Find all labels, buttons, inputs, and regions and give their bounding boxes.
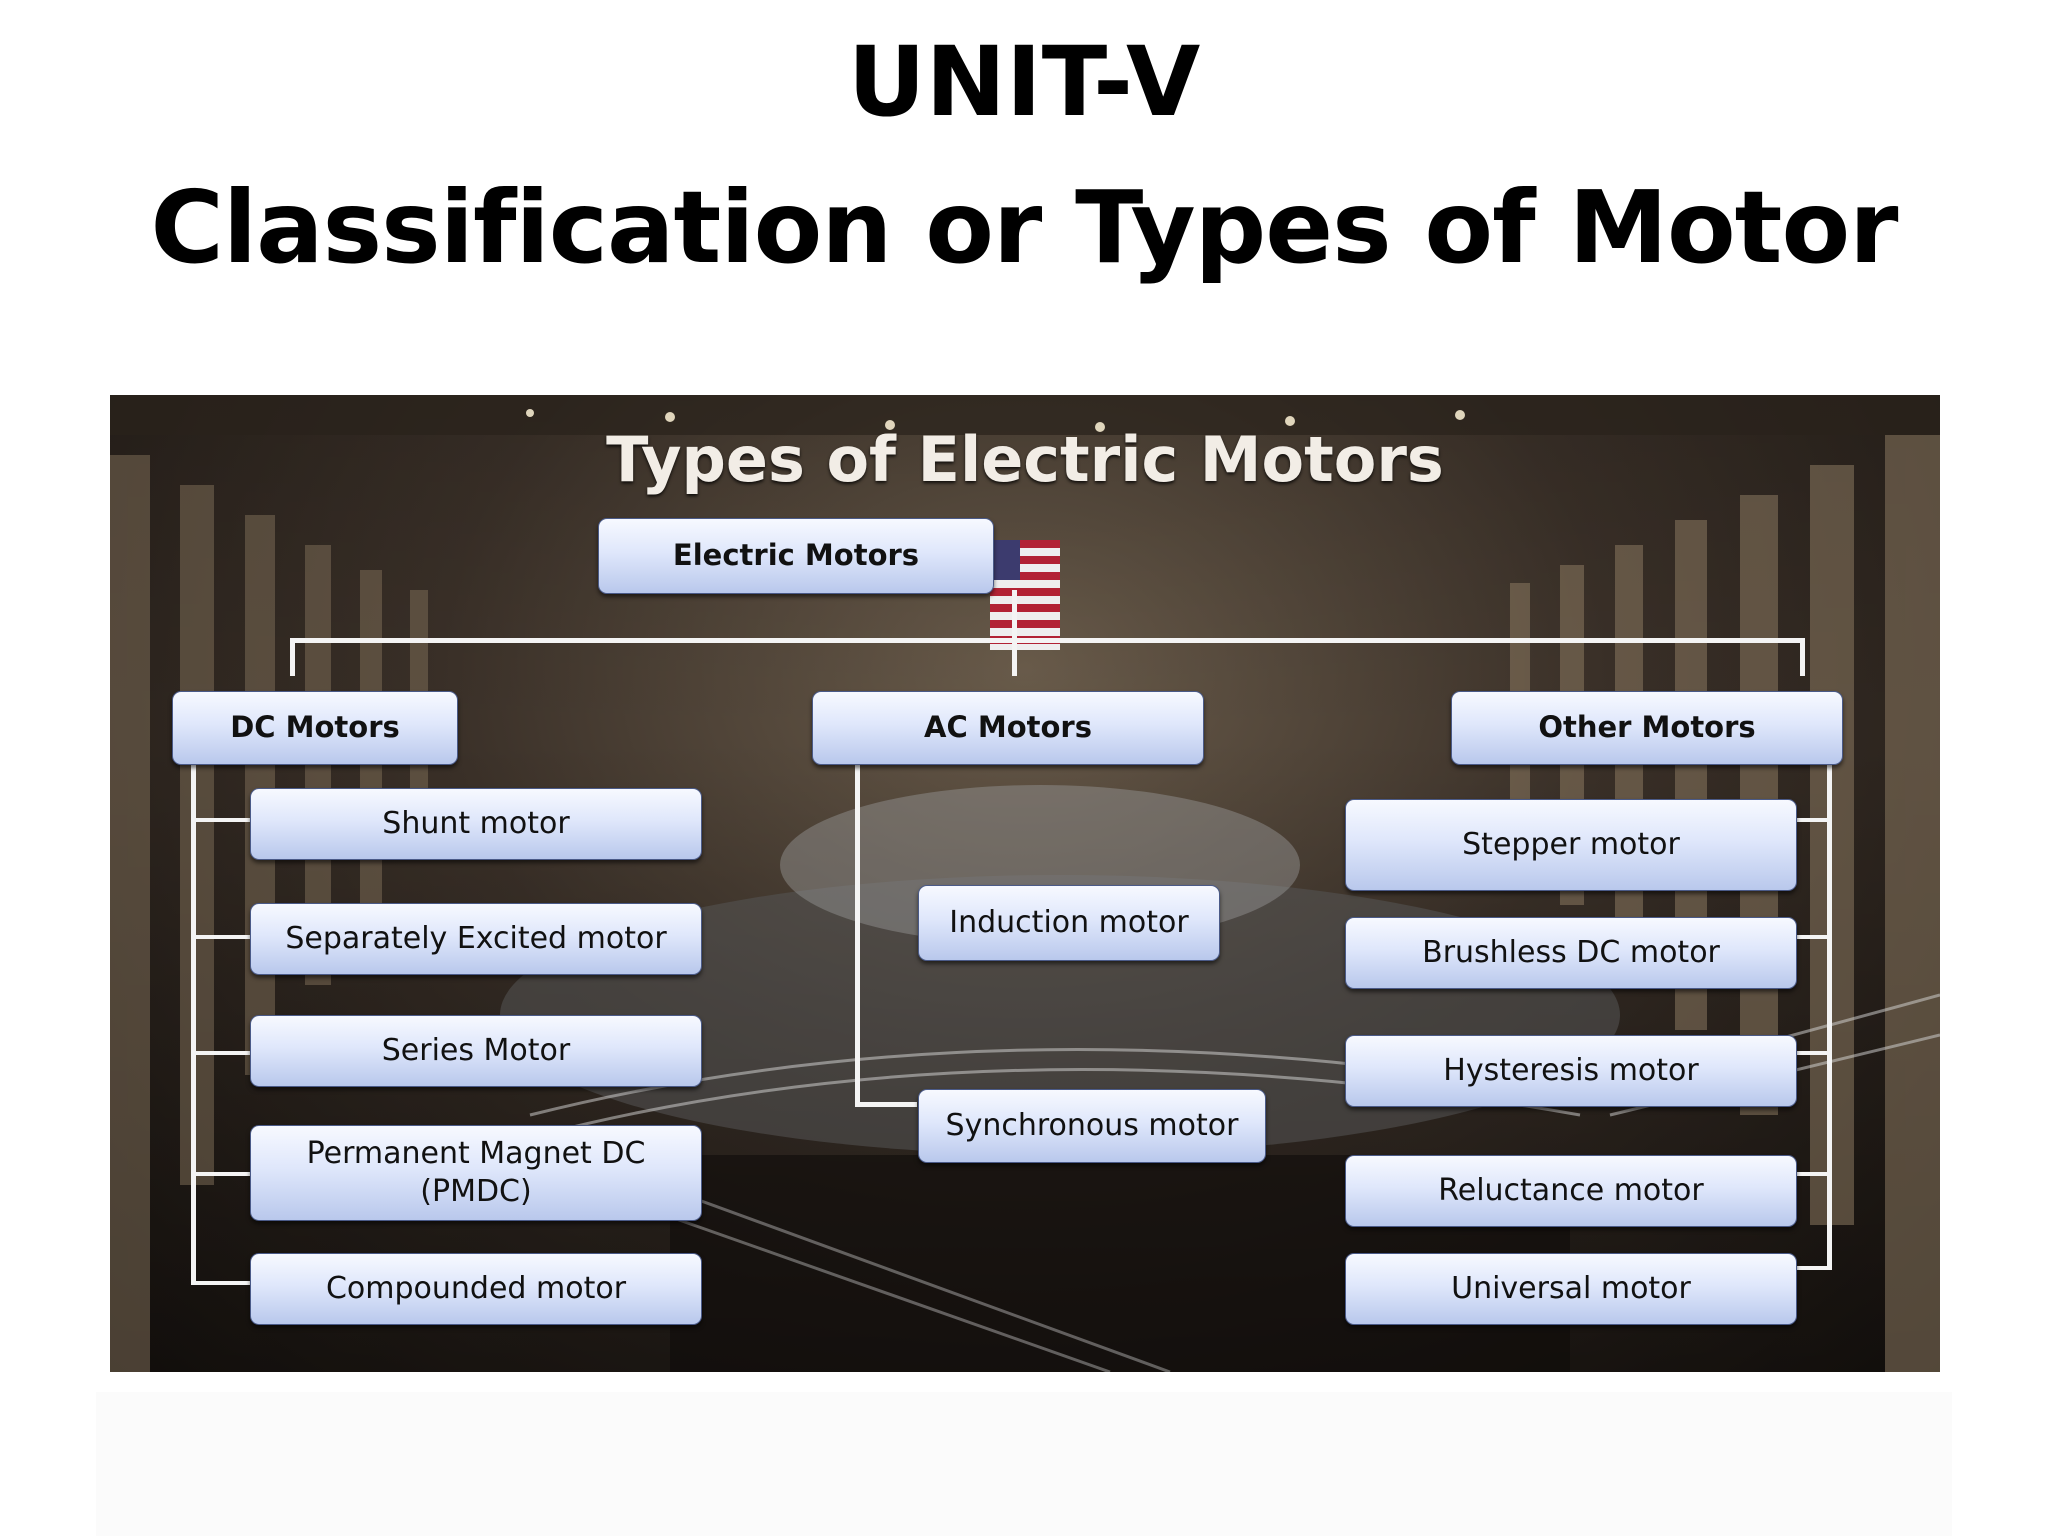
- node-induction-motor: Induction motor: [918, 885, 1220, 961]
- node-ac-motors: AC Motors: [812, 691, 1204, 765]
- connector-other-stepper: [1797, 818, 1832, 822]
- node-dc-motors: DC Motors: [172, 691, 458, 765]
- connector-root-down: [1012, 590, 1017, 638]
- node-synchronous-motor: Synchronous motor: [918, 1089, 1266, 1163]
- slide-title-classification: Classification or Types of Motor: [150, 169, 1899, 286]
- node-hysteresis-motor: Hysteresis motor: [1345, 1035, 1797, 1107]
- connector-horizontal-bus: [290, 638, 1805, 643]
- connector-ac-synchronous: [855, 1102, 917, 1107]
- motor-types-diagram: Types of Electric Motors Electric Motors…: [110, 395, 1940, 1372]
- node-stepper-motor: Stepper motor: [1345, 799, 1797, 891]
- node-shunt-motor: Shunt motor: [250, 788, 702, 860]
- connector-other-brushless: [1797, 935, 1832, 939]
- node-brushless-dc-motor: Brushless DC motor: [1345, 917, 1797, 989]
- node-electric-motors: Electric Motors: [598, 518, 994, 594]
- node-compounded-motor: Compounded motor: [250, 1253, 702, 1325]
- connector-other-reluctance: [1797, 1172, 1832, 1176]
- connector-dc-spine: [191, 748, 196, 1285]
- node-series-motor: Series Motor: [250, 1015, 702, 1087]
- connector-ac-down: [1012, 638, 1017, 676]
- slide-footer-area: [96, 1392, 1952, 1536]
- slide-title-unit: UNIT-V: [847, 26, 1201, 138]
- node-reluctance-motor: Reluctance motor: [1345, 1155, 1797, 1227]
- node-pmdc-motor: Permanent Magnet DC (PMDC): [250, 1125, 702, 1221]
- connector-other-down: [1800, 638, 1805, 676]
- node-separately-excited-motor: Separately Excited motor: [250, 903, 702, 975]
- flag-icon: [990, 540, 1060, 650]
- node-other-motors: Other Motors: [1451, 691, 1843, 765]
- connector-other-spine: [1827, 765, 1832, 1270]
- diagram-title: Types of Electric Motors: [606, 423, 1444, 496]
- node-universal-motor: Universal motor: [1345, 1253, 1797, 1325]
- connector-dc-down: [290, 638, 295, 676]
- connector-other-universal: [1797, 1266, 1832, 1270]
- connector-ac-spine: [855, 765, 860, 1107]
- connector-other-hysteresis: [1797, 1051, 1832, 1055]
